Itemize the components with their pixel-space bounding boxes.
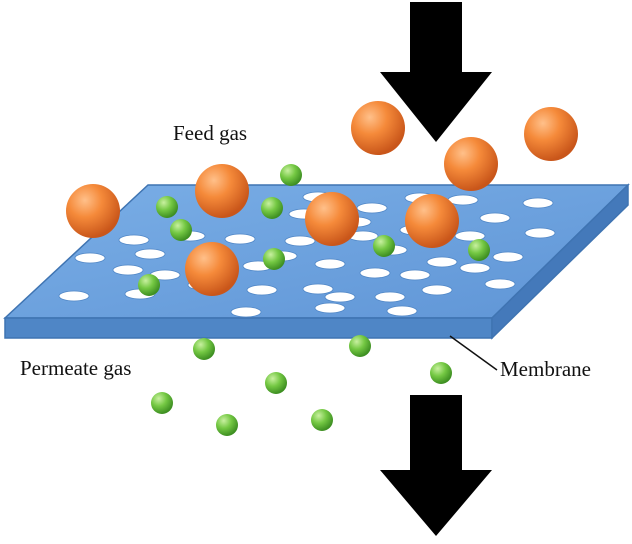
pore: [459, 262, 491, 274]
pore: [230, 306, 262, 318]
pore: [524, 227, 556, 239]
small-molecule-icon: [280, 164, 302, 186]
small-molecule-icon: [468, 239, 490, 261]
pore: [454, 230, 486, 242]
pore: [484, 278, 516, 290]
feed-gas-label: Feed gas: [173, 121, 248, 145]
large-molecule-icon: [444, 137, 498, 191]
pore: [246, 284, 278, 296]
small-molecule-icon: [216, 414, 238, 436]
small-molecule-icon: [193, 338, 215, 360]
large-molecule-icon: [524, 107, 578, 161]
large-molecule-icon: [351, 101, 405, 155]
pore: [112, 264, 144, 276]
small-molecule-icon: [156, 196, 178, 218]
small-molecule-icon: [263, 248, 285, 270]
pore: [118, 234, 150, 246]
large-molecule-icon: [195, 164, 249, 218]
large-molecule-icon: [66, 184, 120, 238]
pore: [58, 290, 90, 302]
small-molecule-icon: [349, 335, 371, 357]
pore: [314, 302, 346, 314]
membrane-front-face: [4, 317, 493, 339]
pore: [386, 305, 418, 317]
large-molecule-icon: [405, 194, 459, 248]
large-molecule-icon: [185, 242, 239, 296]
pore: [134, 248, 166, 260]
pore: [74, 252, 106, 264]
large-molecule-icon: [305, 192, 359, 246]
pore: [479, 212, 511, 224]
small-molecule-icon: [265, 372, 287, 394]
pore: [421, 284, 453, 296]
small-molecule-icon: [430, 362, 452, 384]
pore: [224, 233, 256, 245]
pore: [374, 291, 406, 303]
molecules: [66, 101, 578, 436]
permeate-down-arrow-icon: [380, 395, 492, 536]
pore: [359, 267, 391, 279]
membrane-leader-line: [449, 335, 498, 371]
pore: [356, 202, 388, 214]
membrane-label: Membrane: [500, 357, 591, 381]
small-molecule-icon: [311, 409, 333, 431]
pore: [324, 291, 356, 303]
feed-down-arrow-icon: [380, 2, 492, 142]
permeate-gas-label: Permeate gas: [20, 356, 132, 380]
pore: [399, 269, 431, 281]
small-molecule-icon: [170, 219, 192, 241]
small-molecule-icon: [373, 235, 395, 257]
pore: [314, 258, 346, 270]
small-molecule-icon: [261, 197, 283, 219]
pore: [492, 251, 524, 263]
small-molecule-icon: [138, 274, 160, 296]
pore: [302, 283, 334, 295]
pore: [522, 197, 554, 209]
membrane-side-face: [491, 183, 629, 340]
pore: [284, 235, 316, 247]
small-molecule-icon: [151, 392, 173, 414]
pore: [426, 256, 458, 268]
